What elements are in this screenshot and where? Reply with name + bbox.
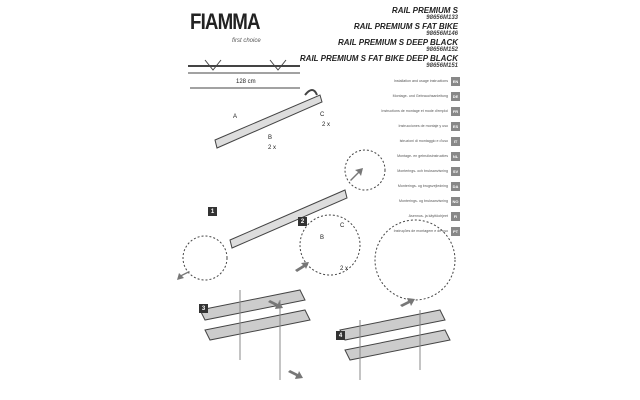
language-text: Istruzioni di montaggio e d'uso [399,139,448,143]
product-name: RAIL PREMIUM S DEEP BLACK [337,38,458,47]
product-name: RAIL PREMIUM S [391,6,458,15]
language-text: Installation and usage instructions [393,79,448,83]
part-qty: 2 x [322,122,331,128]
step-number: 1 [208,207,217,216]
language-code-badge: DA [451,182,460,191]
language-text: Instructions de montage et mode d'emploi [381,109,448,113]
part-label-c: C [320,112,325,118]
product-code: 98656M151 [426,63,458,69]
language-code-badge: DE [451,92,460,101]
product-code: 98656M133 [426,15,458,21]
brand-tagline: first choice [232,38,261,44]
part-qty: 2 x [268,145,277,151]
language-code-badge: FI [451,212,460,221]
language-code-badge: PT [451,227,460,236]
language-text: Montage- en gebruiksinstructies [397,154,448,158]
language-text: Monterings- och bruksanvisning [397,169,448,173]
product-name: RAIL PREMIUM S FAT BIKE [353,22,458,31]
part-label-b: B [268,135,273,141]
language-code-badge: NL [451,152,460,161]
product-code: 98656M152 [426,47,458,53]
part-label-a: A [233,114,238,120]
language-code-badge: SV [451,167,460,176]
product-code: 98656M146 [426,31,458,37]
step-number: 2 [298,217,307,226]
language-text: Monterings- og bruksanvisning [399,199,448,203]
language-text: Instruções de montagem e de uso [393,229,448,233]
part-qty: 2 x [340,266,349,272]
language-text: Instrucciones de montaje y uso [398,124,448,128]
language-code-badge: ES [451,122,460,131]
language-code-badge: IT [451,137,460,146]
language-code-badge: EN [451,77,460,86]
product-titles: RAIL PREMIUM S 98656M133 RAIL PREMIUM S … [300,6,458,70]
language-code-badge: FR [451,107,460,116]
product-name: RAIL PREMIUM S FAT BIKE DEEP BLACK [299,54,458,63]
step-number: 4 [336,331,345,340]
language-text: Monterings- og brugsvejledning [397,184,448,188]
language-item: Instructions de montage et mode d'emploi… [381,104,460,119]
language-code-badge: NO [451,197,460,206]
language-text: Asennus- ja käyttöohjeet [408,214,448,218]
dimension-label: 128 cm [236,79,256,85]
part-label-b: B [320,235,325,241]
part-label-c: C [340,223,345,229]
step-number: 3 [199,304,208,313]
language-text: Montage- und Gebrauchsanleitung [392,94,448,98]
brand-logo: FIAMMA [190,9,261,34]
